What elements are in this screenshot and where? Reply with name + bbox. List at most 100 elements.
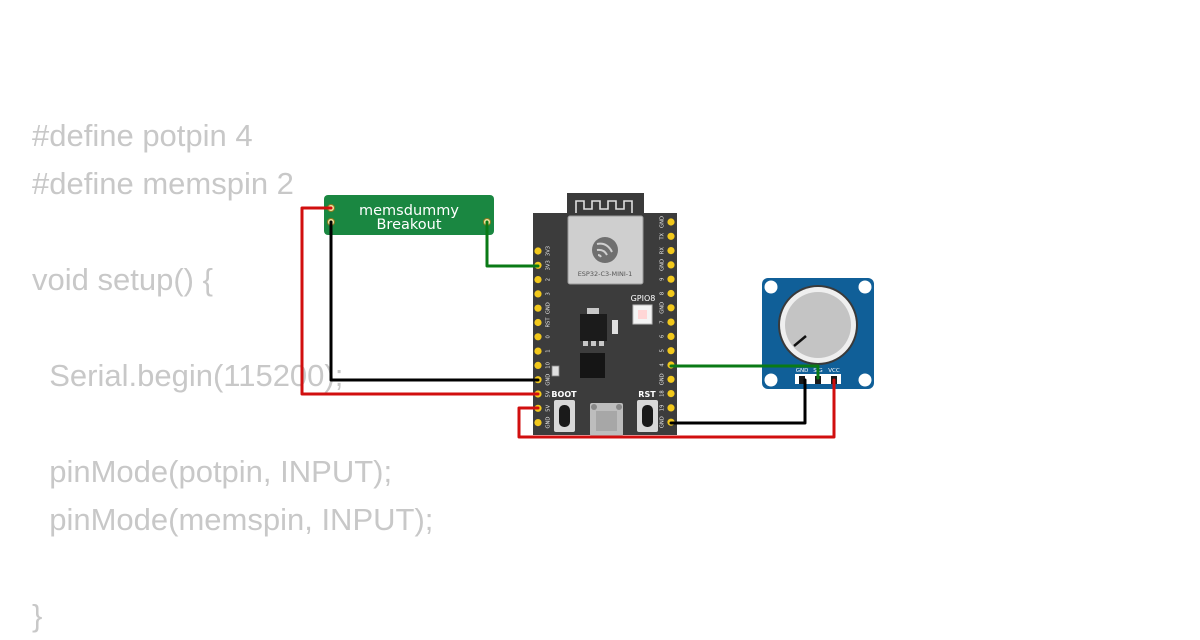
rst-button-label: RST <box>638 390 656 399</box>
espressif-logo-icon <box>592 237 618 263</box>
right-pin-label: GND <box>660 302 666 314</box>
code-line: Serial.begin(115200); <box>32 358 344 393</box>
left-header-pin[interactable] <box>534 304 542 312</box>
right-header-pin[interactable] <box>667 375 675 383</box>
regulator-tab <box>587 308 599 314</box>
left-pin-label: 5V <box>546 404 552 411</box>
module-label: ESP32-C3-MINI-1 <box>578 270 633 278</box>
right-pin-label: GND <box>660 416 666 428</box>
code-line: void setup() { <box>32 262 213 297</box>
right-header-pin[interactable] <box>667 261 675 269</box>
code-line: pinMode(memspin, INPUT); <box>32 502 434 537</box>
left-pin-label: 10 <box>546 362 552 369</box>
right-pin-label: 4 <box>660 363 666 367</box>
mems-board-title: memsdummy <box>359 203 459 219</box>
mems-breakout-board[interactable]: memsdummy Breakout <box>324 195 494 235</box>
right-pin-label: 6 <box>660 335 666 338</box>
right-header-pin[interactable] <box>667 218 675 226</box>
reset-button-cap <box>642 405 653 427</box>
right-header-pin[interactable] <box>667 232 675 240</box>
left-pin-label: 5V <box>546 390 552 397</box>
left-pin-label: 3V3 <box>546 260 552 270</box>
usb-mount-hole <box>591 404 597 410</box>
left-header-pin[interactable] <box>534 290 542 298</box>
left-header-pin[interactable] <box>534 419 542 427</box>
right-header-pin[interactable] <box>667 318 675 326</box>
mems-board-subtitle: Breakout <box>376 217 441 233</box>
wire-pot-gnd[interactable] <box>669 378 807 425</box>
left-pin-label: 2 <box>546 278 552 281</box>
usb-serial-chip <box>580 353 605 378</box>
usb-port-opening <box>596 411 617 431</box>
wires <box>300 206 836 439</box>
left-header-pin[interactable] <box>534 361 542 369</box>
pot-mount-hole <box>764 373 778 387</box>
right-pin-label: RX <box>660 247 666 255</box>
right-header-pin[interactable] <box>667 404 675 412</box>
right-header-pin[interactable] <box>667 304 675 312</box>
usb-mount-hole <box>616 404 622 410</box>
esp32-c3-board[interactable]: ESP32-C3-MINI-1 GPIO8 BOOT RST 3V33V323G… <box>533 193 677 436</box>
right-pin-label: 8 <box>660 292 666 295</box>
wire-pot-signal[interactable] <box>669 364 820 380</box>
antenna-trace <box>575 200 633 213</box>
code-line: #define potpin 4 <box>32 118 253 153</box>
voltage-regulator <box>580 314 607 341</box>
mems-board-pcb <box>324 195 494 235</box>
boot-button-cap <box>559 405 570 427</box>
right-pin-label: 7 <box>660 320 666 323</box>
code-line: #define memspin 2 <box>32 166 294 201</box>
smd-capacitor <box>612 320 618 334</box>
left-pin-label: 0 <box>546 335 552 338</box>
left-header-pin[interactable] <box>534 333 542 341</box>
wire-mems-gnd[interactable] <box>329 220 540 382</box>
regulator-leg <box>583 341 588 346</box>
left-pin-label: GND <box>546 302 552 314</box>
right-pin-label: 18 <box>660 390 666 397</box>
right-header-pin[interactable] <box>667 390 675 398</box>
right-header-pin[interactable] <box>667 247 675 255</box>
rgb-led-die <box>638 310 647 319</box>
left-pin-label: 3V3 <box>546 246 552 256</box>
right-pin-label: 5 <box>660 349 666 352</box>
code-line: } <box>32 598 43 633</box>
right-pin-label: TX <box>660 232 666 240</box>
pot-knob[interactable] <box>785 292 851 358</box>
right-header-pin[interactable] <box>667 275 675 283</box>
right-pin-label: 9 <box>660 278 666 281</box>
code-line: pinMode(potpin, INPUT); <box>32 454 393 489</box>
left-pin-label: 1 <box>546 349 552 352</box>
right-pin-label: GND <box>660 216 666 228</box>
pot-mount-hole <box>764 280 778 294</box>
left-header-pin[interactable] <box>534 247 542 255</box>
left-pin-label: 3 <box>546 292 552 295</box>
left-header-pin[interactable] <box>534 318 542 327</box>
left-header-pin[interactable] <box>534 347 542 355</box>
left-pin-label: RST <box>546 317 552 328</box>
regulator-leg <box>591 341 596 346</box>
wire-pot-vcc[interactable] <box>517 378 836 439</box>
potentiometer-module[interactable]: GND SIG VCC <box>762 278 874 389</box>
pot-pin-gnd[interactable] <box>799 376 805 384</box>
pot-pin-sig[interactable] <box>815 376 821 384</box>
wire-mems-signal[interactable] <box>485 220 540 268</box>
pot-knob-indicator <box>793 335 807 347</box>
power-led <box>551 365 560 377</box>
regulator-leg <box>599 341 604 346</box>
pot-pin-vcc-label: VCC <box>828 368 840 374</box>
pot-mount-hole <box>858 280 872 294</box>
pot-mount-hole <box>858 373 872 387</box>
pot-pin-gnd-label: GND <box>796 368 809 374</box>
left-pin-label: GND <box>546 374 552 386</box>
boot-button-label: BOOT <box>551 390 577 399</box>
right-pin-label: GND <box>660 259 666 271</box>
left-header-pin[interactable] <box>534 276 542 284</box>
right-header-pin[interactable] <box>667 289 675 298</box>
right-header-pin[interactable] <box>667 347 675 355</box>
esp32-antenna <box>567 193 644 216</box>
code-listing: #define potpin 4 #define memspin 2 void … <box>32 112 433 640</box>
wire-mems-vcc[interactable] <box>300 206 540 396</box>
right-header-pin[interactable] <box>667 332 675 340</box>
